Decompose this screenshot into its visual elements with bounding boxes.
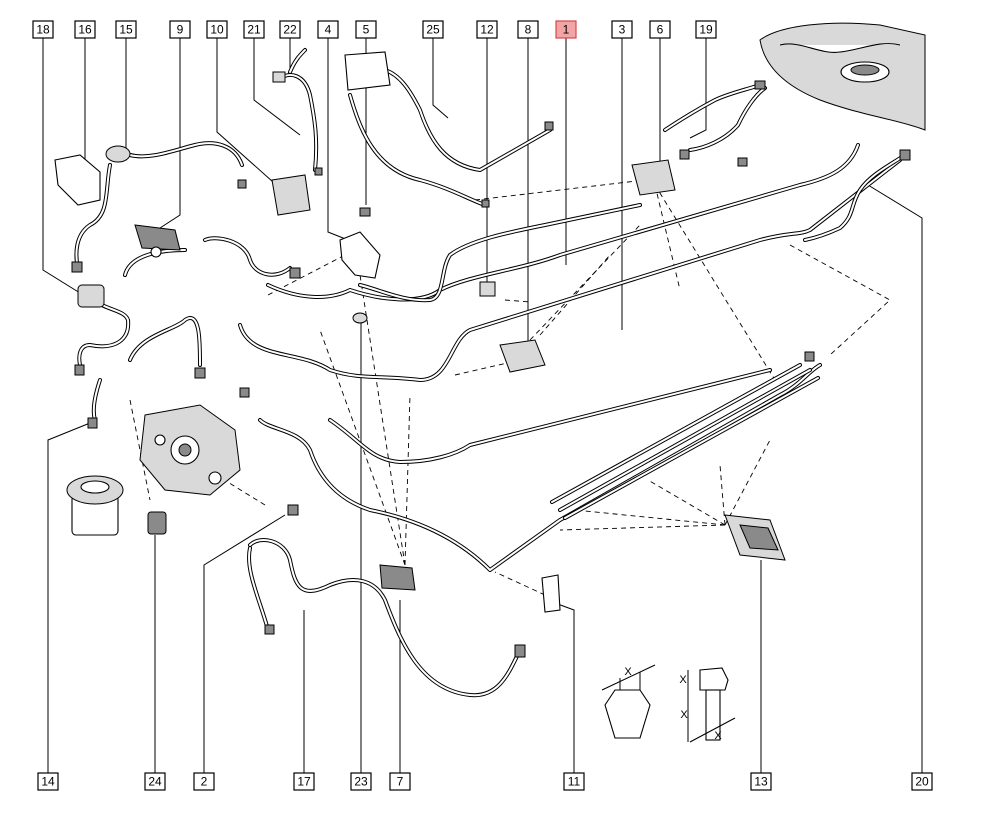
svg-text:18: 18	[36, 23, 50, 37]
callout-18[interactable]: 18	[32, 20, 54, 39]
callout-23[interactable]: 23	[350, 772, 372, 791]
svg-text:21: 21	[247, 23, 261, 37]
svg-text:1: 1	[563, 23, 570, 37]
callout-25[interactable]: 25	[422, 20, 444, 39]
dim-bolt-bottom: X	[714, 730, 722, 742]
callout-16[interactable]: 16	[74, 20, 96, 39]
part-25-bracket	[344, 51, 391, 91]
part-15-fitting	[105, 145, 131, 163]
svg-text:11: 11	[568, 775, 581, 789]
svg-text:8: 8	[525, 23, 532, 37]
callout-6[interactable]: 6	[649, 20, 671, 39]
callout-13[interactable]: 13	[750, 772, 772, 791]
svg-text:14: 14	[41, 775, 55, 789]
detail-bolt-head	[699, 667, 729, 691]
svg-text:10: 10	[210, 23, 224, 37]
part-12-clip	[479, 281, 496, 297]
svg-text:13: 13	[754, 775, 768, 789]
part-6-clip	[631, 159, 676, 196]
svg-text:4: 4	[325, 23, 332, 37]
callout-21[interactable]: 21	[243, 20, 265, 39]
callout-4[interactable]: 4	[317, 20, 339, 39]
dim-bolt-mid: X	[680, 709, 688, 721]
part-16-bracket	[54, 154, 101, 206]
callout-24[interactable]: 24	[144, 772, 166, 791]
detail-nut	[604, 689, 651, 739]
part-4-bracket	[339, 231, 381, 279]
callout-5[interactable]: 5	[355, 20, 377, 39]
part-18-clip	[77, 284, 105, 308]
leader-lines-bottom	[47, 184, 923, 773]
callout-10[interactable]: 10	[206, 20, 228, 39]
svg-text:20: 20	[915, 775, 929, 789]
fuel-tank	[759, 22, 926, 131]
callout-1[interactable]: 1	[555, 20, 577, 39]
svg-text:12: 12	[480, 23, 494, 37]
svg-text:3: 3	[619, 23, 626, 37]
svg-text:22: 22	[283, 23, 297, 37]
part-23-grommet	[352, 312, 368, 324]
svg-text:24: 24	[148, 775, 162, 789]
svg-text:19: 19	[699, 23, 713, 37]
callout-20[interactable]: 20	[911, 772, 933, 791]
dim-nut-top: X	[624, 666, 632, 678]
part-7-clip	[379, 564, 416, 591]
callout-2[interactable]: 2	[193, 772, 215, 791]
part-9-clip	[134, 224, 181, 251]
callout-22[interactable]: 22	[279, 20, 301, 39]
fuel-lines	[74, 48, 907, 698]
svg-text:16: 16	[78, 23, 92, 37]
callout-3[interactable]: 3	[611, 20, 633, 39]
svg-text:25: 25	[426, 23, 440, 37]
callout-15[interactable]: 15	[115, 20, 137, 39]
part-10-clip	[271, 174, 311, 216]
svg-text:5: 5	[363, 23, 370, 37]
callout-12[interactable]: 12	[476, 20, 498, 39]
dim-bolt-top: X	[679, 674, 687, 686]
callout-7[interactable]: 7	[389, 772, 411, 791]
svg-text:6: 6	[657, 23, 664, 37]
svg-text:23: 23	[354, 775, 368, 789]
callout-17[interactable]: 17	[293, 772, 315, 791]
callout-8[interactable]: 8	[517, 20, 539, 39]
part-8-clip	[499, 339, 546, 373]
callout-19[interactable]: 19	[695, 20, 717, 39]
callouts-bottom: 14 24 2 17 23 7 11 13 20	[37, 772, 933, 791]
part-5-bolt	[359, 207, 371, 217]
part-22-end	[272, 71, 286, 83]
callout-9[interactable]: 9	[169, 20, 191, 39]
part-11-clip	[541, 574, 561, 613]
svg-text:7: 7	[397, 775, 404, 789]
callouts-top: 18 16 15 9 10 21 22 4 5 25 12 8 1 3 6 19	[32, 20, 717, 39]
part-24-bushing	[147, 511, 167, 535]
svg-text:2: 2	[201, 775, 208, 789]
callout-11[interactable]: 11	[563, 772, 585, 791]
svg-text:17: 17	[297, 775, 311, 789]
parts	[54, 22, 926, 743]
callout-14[interactable]: 14	[37, 772, 59, 791]
assembly-dash-lines	[129, 179, 891, 596]
svg-text:15: 15	[119, 23, 133, 37]
dimension-labels: X X X X	[624, 666, 722, 742]
svg-text:9: 9	[177, 23, 184, 37]
